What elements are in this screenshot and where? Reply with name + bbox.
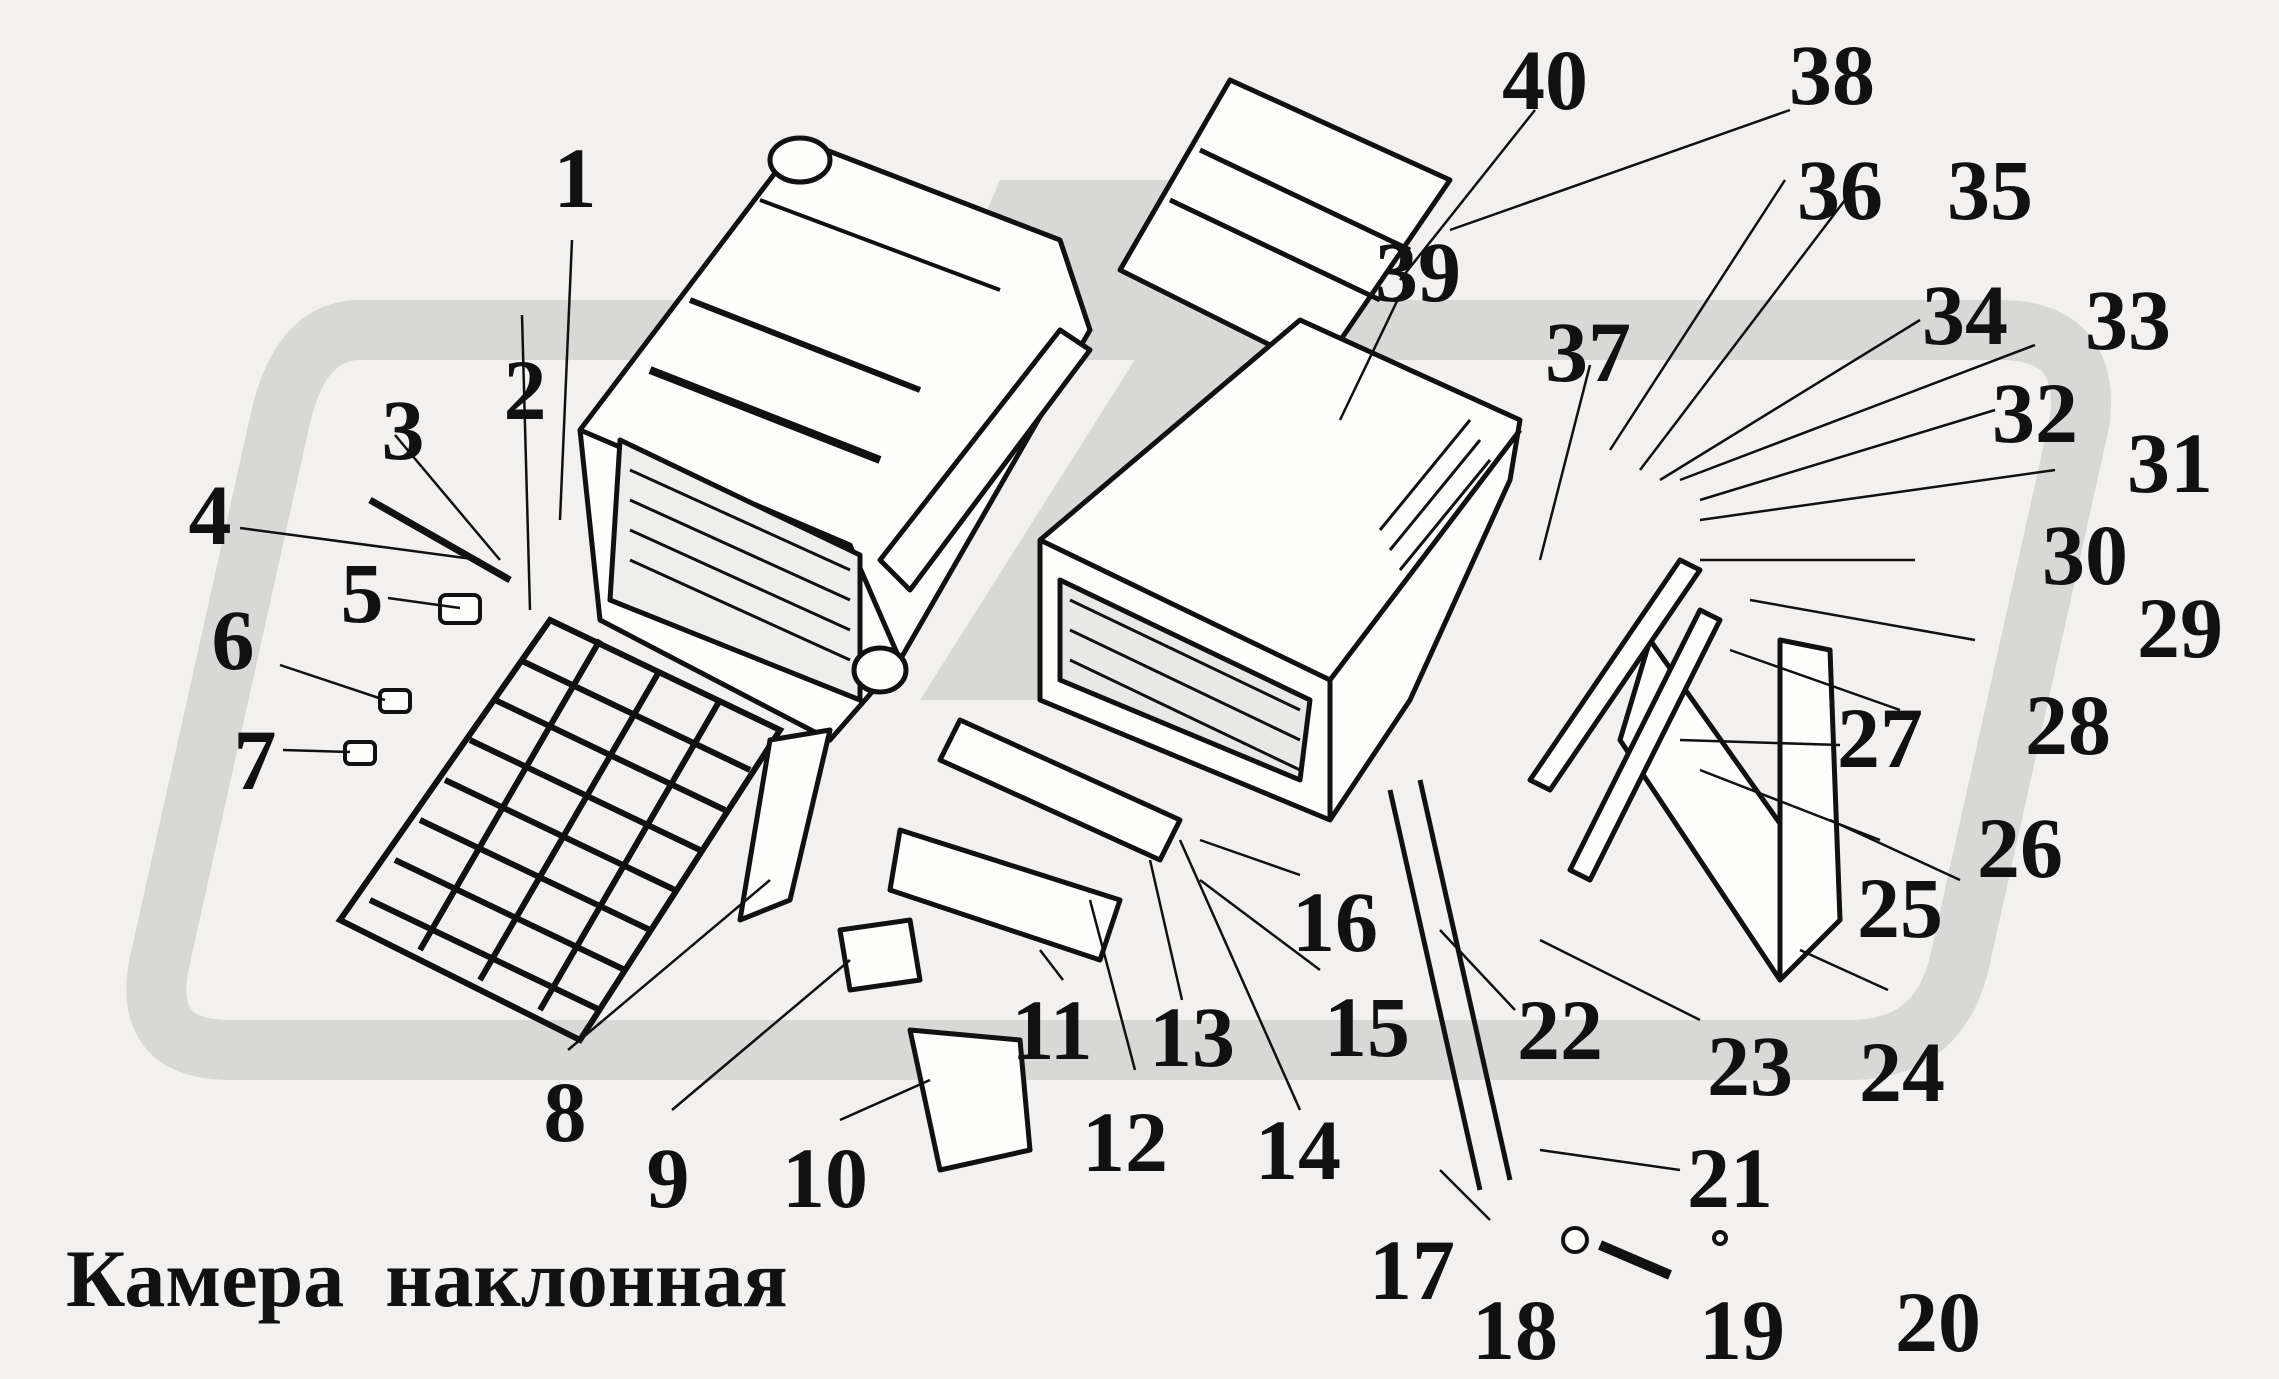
callout-13: 13 <box>1149 989 1235 1085</box>
callout-36: 36 <box>1797 142 1883 238</box>
callout-4: 4 <box>188 467 232 563</box>
callout-11: 11 <box>1011 982 1093 1078</box>
callout-35: 35 <box>1947 142 2033 238</box>
callout-39: 39 <box>1375 224 1461 320</box>
callout-17: 17 <box>1369 1222 1455 1318</box>
callout-14: 14 <box>1255 1102 1341 1198</box>
callout-28: 28 <box>2025 677 2111 773</box>
callout-34: 34 <box>1922 267 2008 363</box>
bottom-parts <box>737 717 1513 1191</box>
callout-22: 22 <box>1517 982 1603 1078</box>
diagram-caption: Камера наклонная <box>66 1233 788 1324</box>
right-side-parts <box>1527 557 1843 983</box>
callout-18: 18 <box>1472 1282 1558 1378</box>
lower-frame-body <box>1037 317 1523 823</box>
callout-9: 9 <box>646 1130 690 1226</box>
callout-40: 40 <box>1502 32 1588 128</box>
lower-frame-hatching <box>1069 419 1492 772</box>
callout-38: 38 <box>1789 27 1875 123</box>
conveyor-chain <box>335 616 785 1044</box>
callout-25: 25 <box>1857 860 1943 956</box>
callout-2: 2 <box>503 342 547 438</box>
callout-32: 32 <box>1992 365 2078 461</box>
callout-15: 15 <box>1324 979 1410 1075</box>
callout-31: 31 <box>2127 415 2213 511</box>
small-parts-left <box>343 496 1728 1280</box>
callout-10: 10 <box>782 1130 868 1226</box>
callout-26: 26 <box>1977 800 2063 896</box>
callout-19: 19 <box>1699 1282 1785 1378</box>
callout-6: 6 <box>211 592 255 688</box>
callout-20: 20 <box>1895 1274 1981 1370</box>
callout-16: 16 <box>1292 874 1378 970</box>
main-frame-body <box>577 135 1093 743</box>
callout-8: 8 <box>543 1064 587 1160</box>
callout-21: 21 <box>1687 1130 1773 1226</box>
callout-37: 37 <box>1545 304 1631 400</box>
callout-23: 23 <box>1707 1018 1793 1114</box>
leader-lines <box>239 108 2056 1221</box>
watermark-frame <box>126 300 2111 1080</box>
callout-3: 3 <box>381 382 425 478</box>
callout-5: 5 <box>340 545 384 641</box>
callout-30: 30 <box>2042 507 2128 603</box>
callout-7: 7 <box>233 712 277 808</box>
callout-24: 24 <box>1859 1024 1945 1120</box>
callout-12: 12 <box>1082 1094 1168 1190</box>
callout-29: 29 <box>2137 580 2223 676</box>
main-frame-hatching <box>629 468 851 662</box>
callout-33: 33 <box>2085 272 2171 368</box>
callout-27: 27 <box>1837 690 1923 786</box>
callout-1: 1 <box>553 130 597 226</box>
